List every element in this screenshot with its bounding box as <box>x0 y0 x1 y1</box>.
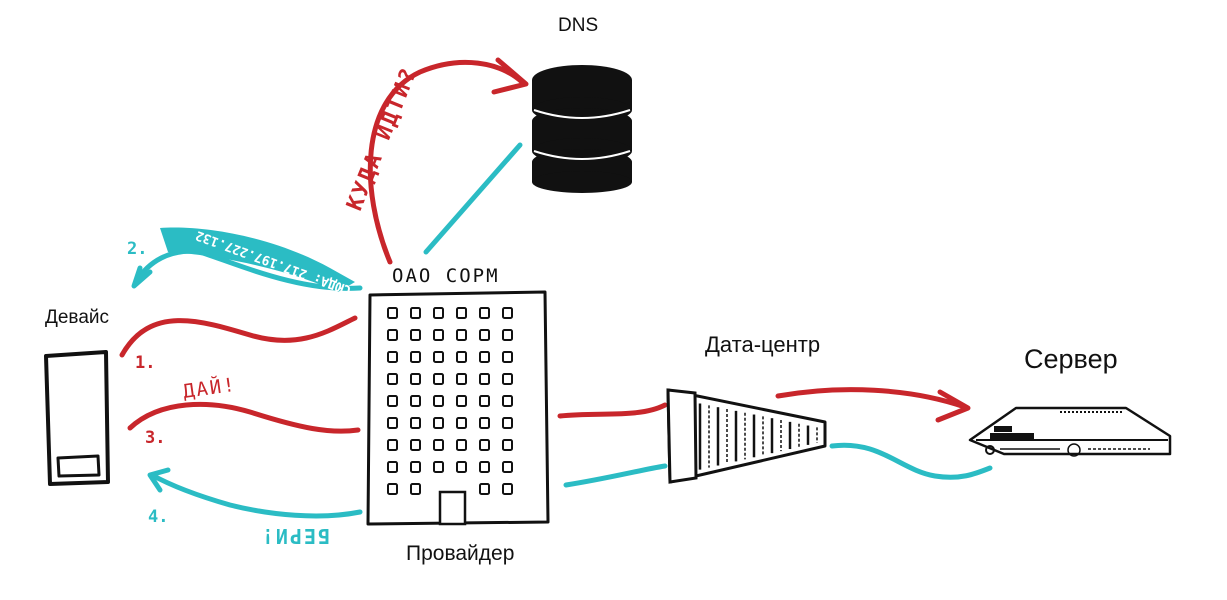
building-window <box>410 329 421 341</box>
server-rack-icon <box>666 388 827 484</box>
building-window <box>479 351 490 363</box>
device-label: Девайс <box>45 307 109 328</box>
building-window <box>502 395 513 407</box>
building-window <box>410 395 421 407</box>
where-to-go-label: КУДА ИДТИ? <box>342 64 422 215</box>
building-window <box>433 307 444 319</box>
building-window <box>502 373 513 385</box>
building-window <box>456 461 467 473</box>
building-window <box>433 439 444 451</box>
building-window <box>433 395 444 407</box>
building-window <box>410 483 421 495</box>
building-window <box>387 373 398 385</box>
building-window <box>502 483 513 495</box>
server-to-datacenter-line <box>829 442 993 480</box>
building-window <box>479 373 490 385</box>
provider-to-datacenter-line <box>557 402 668 419</box>
rack-server-icon <box>968 406 1172 457</box>
server-label: Сервер <box>1024 344 1118 374</box>
building-window <box>433 417 444 429</box>
datacenter-to-server-arrow <box>775 387 968 410</box>
building-window <box>410 373 421 385</box>
step4-label: БЕРИ! <box>260 524 330 548</box>
office-building-icon <box>366 290 550 526</box>
step2-number: 2. <box>127 239 147 259</box>
building-window <box>456 373 467 385</box>
building-window <box>433 351 444 363</box>
step3-request-line <box>127 401 361 434</box>
building-window <box>410 307 421 319</box>
building-window <box>433 329 444 341</box>
database-icon <box>532 65 632 193</box>
building-window <box>387 351 398 363</box>
smartphone-icon <box>44 350 110 486</box>
provider-label: Провайдер <box>406 542 514 565</box>
building-window <box>502 417 513 429</box>
building-window <box>410 417 421 429</box>
step1-number: 1. <box>135 353 155 373</box>
building-window <box>502 329 513 341</box>
step4-response-arrow <box>149 472 363 519</box>
building-window <box>387 395 398 407</box>
ip-address-label: СЮДА: 217.197.227.132 <box>194 227 354 297</box>
step3-label: ДАЙ! <box>181 373 237 403</box>
building-window <box>433 373 444 385</box>
building-window <box>456 439 467 451</box>
building-window <box>387 417 398 429</box>
building-window <box>387 439 398 451</box>
building-window <box>387 307 398 319</box>
building-window <box>387 483 398 495</box>
building-window <box>502 307 513 319</box>
dns-query-arrow <box>367 59 525 265</box>
building-window <box>387 329 398 341</box>
building-window <box>502 461 513 473</box>
step1-request-line <box>119 315 358 358</box>
building-window <box>502 439 513 451</box>
building-window <box>456 417 467 429</box>
building-window <box>479 395 490 407</box>
dns-label: DNS <box>558 15 598 36</box>
building-window <box>433 461 444 473</box>
ip-address-banner <box>160 227 355 292</box>
step3-number: 3. <box>145 428 165 448</box>
building-window <box>456 307 467 319</box>
building-window <box>502 351 513 363</box>
provider-sign: ОАО СОРМ <box>392 265 500 287</box>
building-window <box>479 461 490 473</box>
building-window <box>479 439 490 451</box>
building-window <box>479 417 490 429</box>
dns-response-line <box>423 142 523 255</box>
step4-number: 4. <box>148 507 168 527</box>
building-window <box>387 461 398 473</box>
building-window <box>456 351 467 363</box>
building-window <box>456 329 467 341</box>
building-window <box>410 461 421 473</box>
datacenter-to-provider-line <box>563 463 668 488</box>
building-window <box>479 307 490 319</box>
building-window <box>456 395 467 407</box>
building-window <box>479 329 490 341</box>
datacenter-label: Дата-центр <box>705 332 820 357</box>
building-window <box>479 483 490 495</box>
building-window <box>410 351 421 363</box>
building-window <box>410 439 421 451</box>
